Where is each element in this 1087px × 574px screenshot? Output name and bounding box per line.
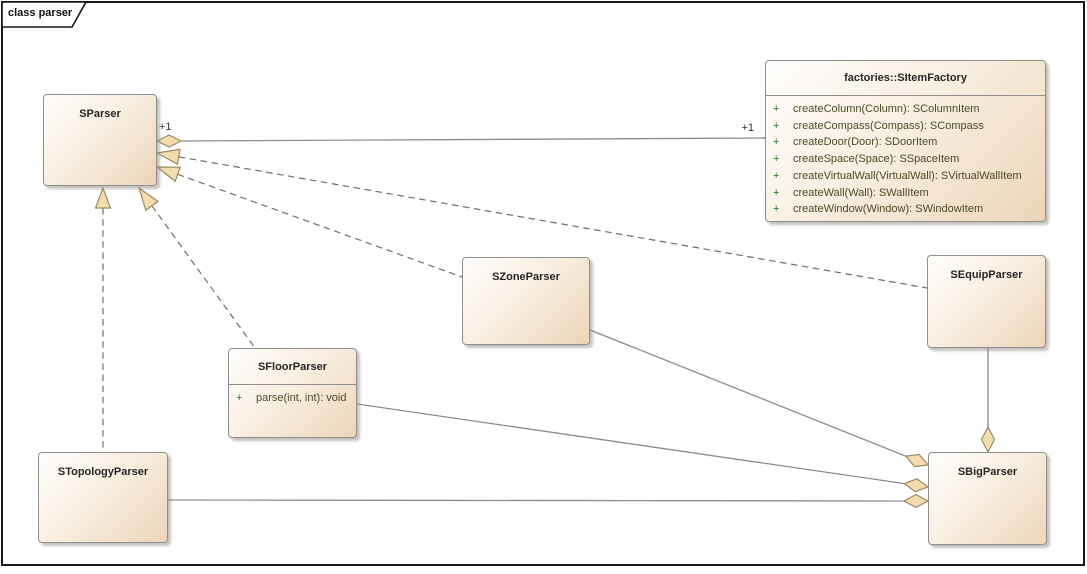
method-row: + createColumn(Column): SColumnItem [766, 101, 1045, 118]
method-signature: createWall(Wall): SWallItem [793, 186, 929, 199]
class-sfloorparser[interactable]: SFloorParser + parse(int, int): void [228, 348, 357, 438]
multiplicity-label: +1 [159, 121, 172, 133]
aggregation-sparser-sitemfactory[interactable]: +1 +1 [155, 121, 766, 148]
realization-arrowhead [155, 148, 181, 166]
class-sparser[interactable]: SParser [43, 94, 157, 186]
realization-arrowhead [137, 186, 160, 212]
aggregation-sbigparser-stopologyparser[interactable] [167, 493, 930, 509]
class-name: SFloorParser [257, 360, 328, 373]
diagram-title: class parser [8, 7, 73, 19]
realization-szoneparser-sparser[interactable] [155, 166, 463, 278]
method-signature: createColumn(Column): SColumnItem [793, 103, 980, 115]
method-signature: createDoor(Door): SDoorItem [793, 136, 938, 149]
visibility: + [236, 392, 243, 404]
visibility: + [773, 153, 780, 166]
realization-arrowhead [94, 186, 112, 209]
class-name: SParser [79, 108, 121, 120]
realization-arrowhead [155, 166, 182, 183]
operations-compartment: + createColumn(Column): SColumnItem + cr… [766, 96, 1045, 218]
diagram-name-tab [1, 1, 88, 28]
visibility: + [773, 119, 780, 132]
method-signature: createCompass(Compass): SCompass [793, 119, 984, 132]
visibility: + [773, 103, 780, 115]
visibility: + [773, 203, 780, 216]
method-row: + createVirtualWall(VirtualWall): SVirtu… [766, 168, 1045, 185]
multiplicity-label: +1 [741, 122, 754, 134]
class-stopologyparser[interactable]: STopologyParser [38, 452, 168, 543]
realization-sequipparser-sparser[interactable] [155, 148, 928, 289]
class-name: factories::SItemFactory [844, 72, 967, 84]
class-sitemfactory[interactable]: factories::SItemFactory + createColumn(C… [765, 60, 1046, 222]
aggregation-sbigparser-sequipparser[interactable] [980, 348, 996, 454]
method-signature: createSpace(Space): SSpaceItem [793, 153, 960, 166]
method-signature: createVirtualWall(VirtualWall): SVirtual… [793, 169, 1022, 182]
aggregation-sbigparser-szoneparser[interactable] [589, 329, 930, 468]
aggregation-diamond [155, 134, 183, 148]
class-name: SEquipParser [950, 269, 1023, 281]
method-signature: parse(int, int): void [256, 392, 347, 404]
aggregation-diamond [903, 478, 930, 493]
visibility: + [773, 186, 780, 199]
class-name: STopologyParser [57, 466, 149, 478]
aggregation-diamond [980, 425, 996, 454]
method-signature: createWindow(Window): SWindowItem [793, 203, 984, 216]
aggregation-sbigparser-sfloorparser[interactable] [356, 403, 930, 493]
method-row: + createWall(Wall): SWallItem [766, 185, 1045, 202]
method-row: + createCompass(Compass): SCompass [766, 118, 1045, 135]
operations-compartment: + parse(int, int): void [229, 385, 356, 407]
method-row: + createDoor(Door): SDoorItem [766, 134, 1045, 151]
method-row: + createSpace(Space): SSpaceItem [766, 151, 1045, 168]
aggregation-diamond [904, 453, 930, 468]
method-row: + createWindow(Window): SWindowItem [766, 201, 1045, 218]
visibility: + [773, 136, 780, 149]
method-row: + parse(int, int): void [229, 390, 356, 407]
visibility: + [773, 169, 780, 182]
class-name: SBigParser [957, 466, 1018, 478]
realization-stopologyparser-sparser[interactable] [94, 186, 112, 452]
class-name: SZoneParser [492, 271, 560, 283]
class-sequipparser[interactable]: SEquipParser [927, 255, 1046, 348]
realization-sfloorparser-sparser[interactable] [137, 186, 256, 349]
class-szoneparser[interactable]: SZoneParser [462, 257, 590, 345]
class-sbigparser[interactable]: SBigParser [928, 452, 1047, 545]
aggregation-diamond [902, 493, 930, 509]
